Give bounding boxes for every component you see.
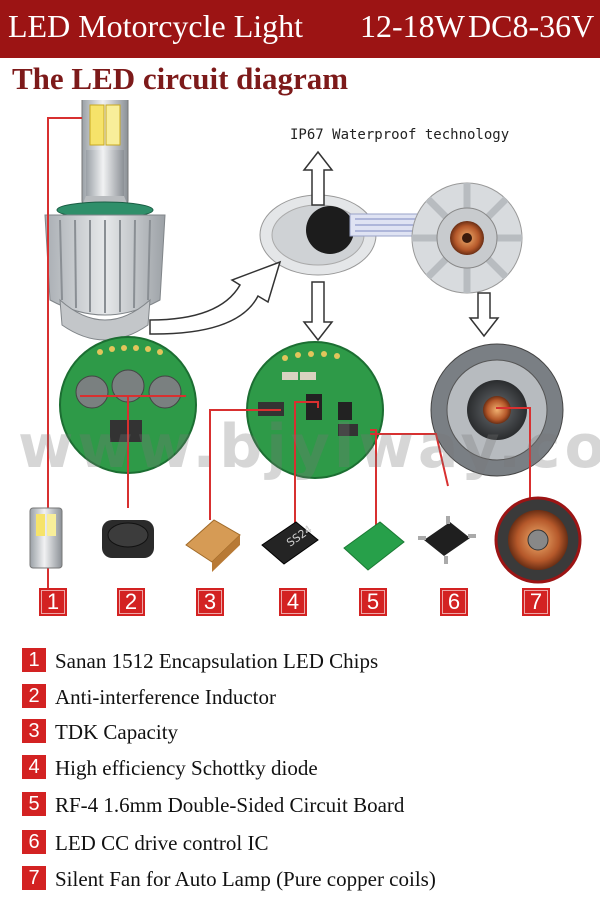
component-capacitor [185, 519, 241, 572]
product-title: LED Motorcycle Light [8, 8, 304, 44]
ip67-label: IP67 Waterproof technology [290, 127, 510, 143]
legend-number: 3 [22, 719, 46, 743]
number-badge-4: 4 [279, 588, 307, 616]
header-banner: LED Motorcycle Light 12-18W DC8-36V [0, 0, 600, 58]
flow-arrows [149, 150, 500, 342]
number-badge-5: 5 [359, 588, 387, 616]
watermark: www.bjylway.com [18, 412, 600, 482]
number-badge-2: 2 [117, 588, 145, 616]
legend-text: LED CC drive control IC [55, 831, 269, 855]
leader-lines [47, 117, 531, 600]
legend-number: 4 [22, 755, 46, 779]
led-bulb [44, 100, 166, 341]
legend-number: 5 [22, 792, 46, 816]
legend-number: 6 [22, 830, 46, 854]
power-rating: 12-18W [360, 8, 465, 44]
component-schottky-diode [261, 521, 319, 565]
number-badge-3: 3 [196, 588, 224, 616]
number-badge-6: 6 [440, 588, 468, 616]
legend-number: 1 [22, 648, 46, 672]
legend-number: 7 [22, 866, 46, 890]
pcb-middle [246, 341, 384, 479]
component-driver-ic [418, 516, 476, 564]
legend-number: 2 [22, 684, 46, 708]
circuit-diagram: SS24 [29, 100, 582, 600]
fan-top-view [411, 182, 523, 294]
component-led-chip [29, 507, 63, 569]
waterproof-cap [259, 194, 431, 276]
number-badge-7: 7 [522, 588, 550, 616]
legend-text: High efficiency Schottky diode [55, 756, 318, 780]
number-badge-1: 1 [39, 588, 67, 616]
legend-text: RF-4 1.6mm Double-Sided Circuit Board [55, 793, 405, 817]
legend-text: Silent Fan for Auto Lamp (Pure copper co… [55, 867, 436, 891]
component-fan-motor [494, 496, 582, 584]
voltage-rating: DC8-36V [468, 8, 595, 44]
legend-text: Sanan 1512 Encapsulation LED Chips [55, 649, 379, 673]
component-circuit-board [343, 521, 405, 571]
legend-text: TDK Capacity [55, 720, 179, 744]
legend-text: Anti-interference Inductor [55, 685, 276, 709]
diagram-title: The LED circuit diagram [12, 61, 349, 96]
component-inductor [102, 520, 154, 558]
